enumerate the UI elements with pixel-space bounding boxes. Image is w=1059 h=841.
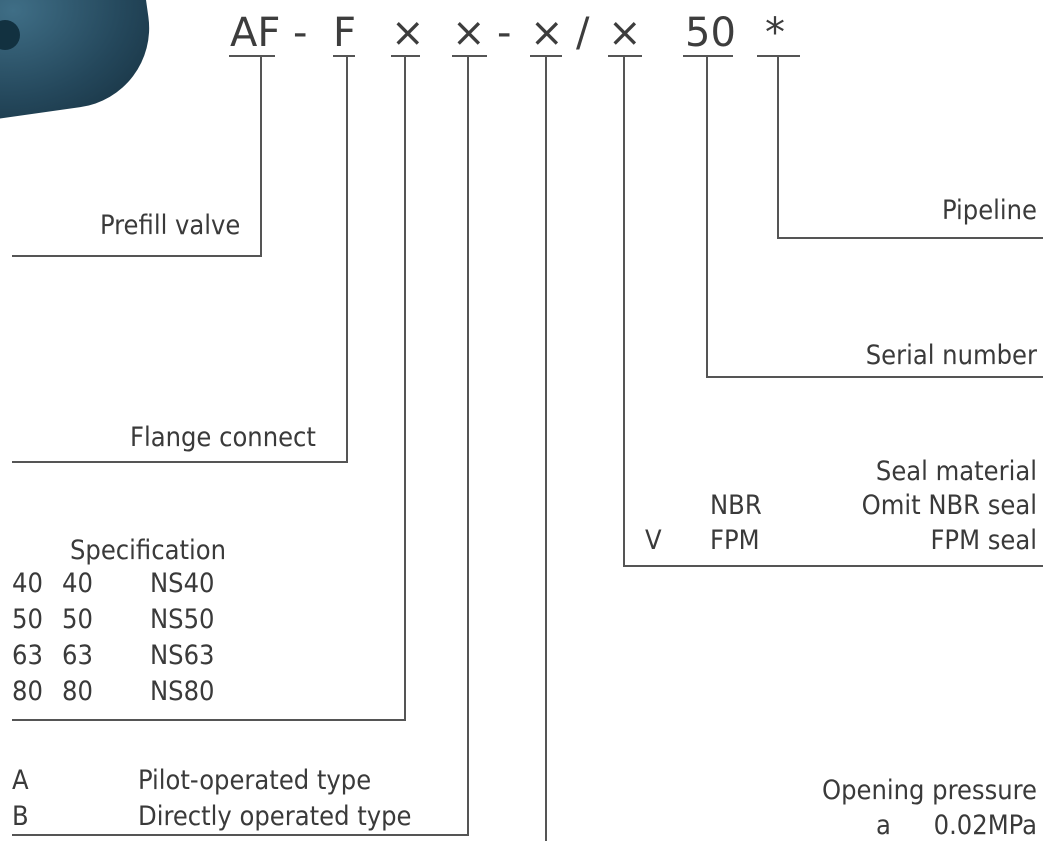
leader-serial bbox=[706, 56, 1043, 378]
spec-row-4-c: NS80 bbox=[150, 676, 215, 707]
spec-row-2-c: NS50 bbox=[150, 604, 215, 635]
spec-row-3-c: NS63 bbox=[150, 640, 215, 671]
label-pipeline: Pipeline bbox=[941, 195, 1037, 226]
opening-pressure-code: a bbox=[876, 810, 891, 841]
seal-row-2-name: FPM bbox=[710, 525, 760, 556]
label-serial-number: Serial number bbox=[865, 340, 1037, 371]
spec-row-3-a: 63 bbox=[12, 640, 43, 671]
code-pressure-x: × bbox=[530, 10, 564, 56]
spec-row-2-a: 50 bbox=[12, 604, 43, 635]
leader-flange bbox=[12, 56, 348, 463]
opening-pressure-value: 0.02MPa bbox=[933, 810, 1037, 841]
type-row-1-desc: Pilot-operated type bbox=[138, 765, 372, 796]
type-row-1-code: A bbox=[12, 765, 29, 796]
leader-spec bbox=[12, 56, 406, 721]
spec-row-4-a: 80 bbox=[12, 676, 43, 707]
code-f: F bbox=[333, 10, 357, 56]
leader-seal bbox=[623, 56, 1043, 567]
spec-row-1-c: NS40 bbox=[150, 568, 215, 599]
spec-row-2-b: 50 bbox=[62, 604, 93, 635]
specification-title: Specification bbox=[70, 535, 226, 566]
leader-type bbox=[12, 56, 469, 836]
code-dash-1: - bbox=[293, 10, 308, 56]
leader-prefill bbox=[12, 56, 262, 257]
spec-row-4-b: 80 bbox=[62, 676, 93, 707]
code-type-x: × bbox=[452, 10, 486, 56]
code-dash-2: - bbox=[497, 10, 512, 56]
seal-row-2-code: V bbox=[645, 525, 662, 556]
spec-row-1-b: 40 bbox=[62, 568, 93, 599]
label-flange-connect: Flange connect bbox=[130, 422, 316, 453]
spec-row-3-b: 63 bbox=[62, 640, 93, 671]
spec-row-1-a: 40 bbox=[12, 568, 43, 599]
code-spec-x: × bbox=[391, 10, 425, 56]
code-slash: / bbox=[576, 10, 590, 56]
type-row-2-code: B bbox=[12, 801, 29, 832]
seal-material-title: Seal material bbox=[875, 456, 1037, 487]
code-af: AF bbox=[230, 10, 281, 56]
code-seal-x: × bbox=[608, 10, 642, 56]
seal-row-2-desc: FPM seal bbox=[930, 525, 1037, 556]
seal-row-1-desc: Omit NBR seal bbox=[861, 490, 1037, 521]
seal-row-1-name: NBR bbox=[710, 490, 762, 521]
code-serial: 50 bbox=[685, 10, 736, 56]
leader-pipeline bbox=[777, 56, 1043, 239]
opening-pressure-title: Opening pressure bbox=[822, 775, 1037, 806]
type-row-2-desc: Directly operated type bbox=[138, 801, 412, 832]
code-pipeline: * bbox=[765, 10, 785, 56]
label-prefill-valve: Prefill valve bbox=[100, 210, 241, 241]
product-image-hole bbox=[0, 20, 20, 50]
